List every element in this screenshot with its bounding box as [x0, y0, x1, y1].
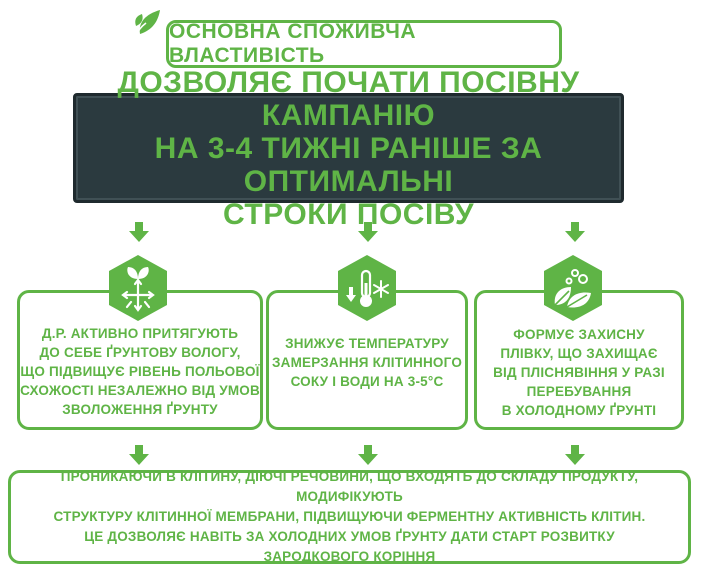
card-line: ПЛІВКУ, ЩО ЗАХИЩАЄ [500, 345, 658, 361]
card-line: ФОРМУЄ ЗАХИСНУ [513, 326, 645, 342]
arrow-down-icon [129, 445, 149, 465]
leaf-icon [135, 10, 160, 37]
main-statement-panel: ДОЗВОЛЯЄ ПОЧАТИ ПОСІВНУ КАМПАНІЮ НА 3-4 … [73, 66, 624, 231]
card-line: Д.Р. АКТИВНО ПРИТЯГУЮТЬ [41, 325, 239, 341]
seedling-roots-icon [109, 255, 167, 321]
main-statement-line-2: НА 3-4 ТИЖНІ РАНІШЕ ЗА ОПТИМАЛЬНІ [154, 131, 543, 198]
conclusion-box: ПРОНИКАЮЧИ В КЛІТИНУ, ДІЮЧІ РЕЧОВИНИ, ЩО… [8, 467, 691, 567]
card-text: ЗНИЖУЄ ТЕМПЕРАТУРУ ЗАМЕРЗАННЯ КЛІТИННОГО… [272, 334, 462, 391]
main-statement-text: ДОЗВОЛЯЄ ПОЧАТИ ПОСІВНУ КАМПАНІЮ НА 3-4 … [76, 66, 621, 231]
card-line: СОКУ І ВОДИ НА 3-5°С [290, 373, 444, 389]
thermometer-snowflake-icon [338, 255, 396, 321]
main-statement-line-3: СТРОКИ ПОСІВУ [223, 197, 474, 231]
arrow-down-icon [358, 445, 378, 465]
card-line: В ХОЛОДНОМУ ҐРУНТІ [501, 402, 657, 418]
card-line: ДО СЕБЕ ҐРУНТОВУ ВОЛОГУ, [39, 344, 241, 360]
card-line: ЩО ПІДВИЩУЄ РІВЕНЬ ПОЛЬОВОЇ [20, 363, 260, 379]
arrow-down-icon [565, 222, 585, 242]
conclusion-line: СТРУКТУРУ КЛІТИННОЇ МЕМБРАНИ, ПІДВИЩУЮЧИ… [53, 509, 646, 524]
leaves-bubbles-icon [544, 255, 602, 321]
header-title-box: ОСНОВНА СПОЖИВЧА ВЛАСТИВІСТЬ [166, 20, 562, 68]
card-line: ПЕРЕБУВАННЯ [526, 383, 632, 399]
header-title: ОСНОВНА СПОЖИВЧА ВЛАСТИВІСТЬ [169, 20, 417, 67]
arrow-down-icon [358, 222, 378, 242]
card-line: ЗНИЖУЄ ТЕМПЕРАТУРУ [285, 335, 449, 351]
card-text: Д.Р. АКТИВНО ПРИТЯГУЮТЬ ДО СЕБЕ ҐРУНТОВУ… [20, 324, 260, 419]
card-line: ВІД ПЛІСНЯВІННЯ У РАЗІ [493, 364, 665, 380]
main-statement-line-1: ДОЗВОЛЯЄ ПОЧАТИ ПОСІВНУ КАМПАНІЮ [117, 65, 580, 132]
conclusion-line: ПРОНИКАЮЧИ В КЛІТИНУ, ДІЮЧІ РЕЧОВИНИ, ЩО… [60, 469, 639, 504]
card-line: ЗВОЛОЖЕННЯ ҐРУНТУ [62, 401, 218, 417]
arrow-down-icon [565, 445, 585, 465]
card-line: СХОЖОСТІ НЕЗАЛЕЖНО ВІД УМОВ [20, 382, 260, 398]
conclusion-line: ЦЕ ДОЗВОЛЯЄ НАВІТЬ ЗА ХОЛОДНИХ УМОВ ҐРУН… [84, 529, 615, 544]
card-text: ФОРМУЄ ЗАХИСНУ ПЛІВКУ, ЩО ЗАХИЩАЄ ВІД ПЛ… [493, 325, 665, 420]
card-line: ЗАМЕРЗАННЯ КЛІТИННОГО [271, 354, 463, 370]
arrow-down-icon [129, 222, 149, 242]
conclusion-text: ПРОНИКАЮЧИ В КЛІТИНУ, ДІЮЧІ РЕЧОВИНИ, ЩО… [11, 467, 688, 567]
conclusion-line: ЗАРОДКОВОГО КОРІННЯ [263, 549, 436, 564]
